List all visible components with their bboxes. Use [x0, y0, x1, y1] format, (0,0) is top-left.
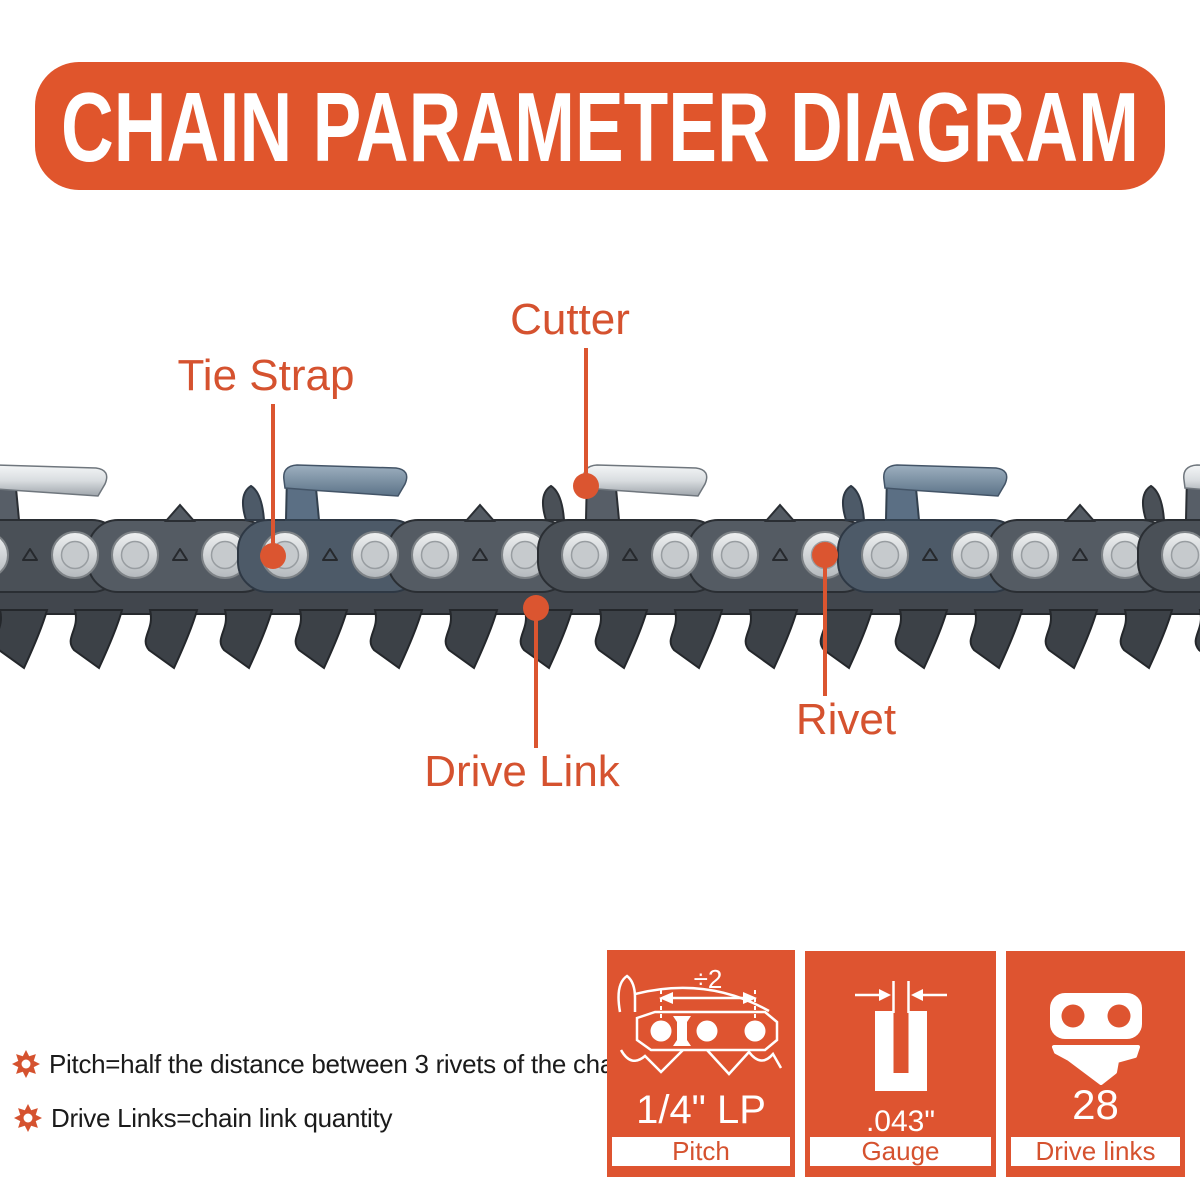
- drive-link-label: Drive Link: [424, 747, 620, 796]
- drive-link-dot: [523, 595, 549, 621]
- gauge-value: .043": [865, 1105, 936, 1138]
- gear-icon: [12, 1050, 40, 1078]
- drive-links-value: 28: [1072, 1081, 1119, 1128]
- chain-segment: [838, 465, 1172, 668]
- note-pitch-text: Pitch=half the distance between 3 rivets…: [49, 1048, 634, 1079]
- title-banner-svg: CHAIN PARAMETER DIAGRAM: [61, 72, 1139, 182]
- tie-strap-dot: [260, 543, 286, 569]
- drive-links-strip-label: Drive links: [1011, 1137, 1180, 1166]
- pitch-strip-label: Pitch: [612, 1137, 790, 1166]
- pitch-value: 1/4" LP: [636, 1088, 766, 1132]
- cutter-label: Cutter: [510, 295, 630, 344]
- drive-link-lead-line: [534, 608, 538, 748]
- note-drive-links: Drive Links=chain link quantity: [14, 1100, 392, 1136]
- chainsaw-chain-illustration: [0, 458, 1200, 676]
- cutter-dot: [573, 473, 599, 499]
- title-banner: CHAIN PARAMETER DIAGRAM: [35, 62, 1165, 190]
- gear-icon: [14, 1104, 42, 1132]
- rivet-lead-line: [823, 562, 827, 696]
- tie-strap-label: Tie Strap: [177, 351, 355, 400]
- spec-box-pitch: ÷2 1/4" LP Pitch: [607, 950, 795, 1177]
- chain-segment: [238, 465, 572, 668]
- note-pitch: Pitch=half the distance between 3 rivets…: [12, 1046, 634, 1082]
- spec-box-drive-links: 28 Drive links: [1006, 951, 1185, 1177]
- drive-link-icon: [1050, 993, 1142, 1085]
- cutter-lead-line: [584, 348, 588, 480]
- rivet-label: Rivet: [795, 695, 897, 744]
- pitch-diagram: ÷2: [617, 964, 783, 1076]
- page-title: CHAIN PARAMETER DIAGRAM: [61, 72, 1139, 182]
- tie-strap-lead-line: [271, 404, 275, 546]
- chain-segment: [0, 465, 272, 668]
- gauge-strip-label: Gauge: [810, 1137, 991, 1166]
- gauge-diagram: [855, 981, 947, 1091]
- note-drive-links-text: Drive Links=chain link quantity: [51, 1102, 393, 1133]
- rivet-dot: [812, 542, 838, 568]
- spec-box-gauge: .043" Gauge: [805, 951, 996, 1177]
